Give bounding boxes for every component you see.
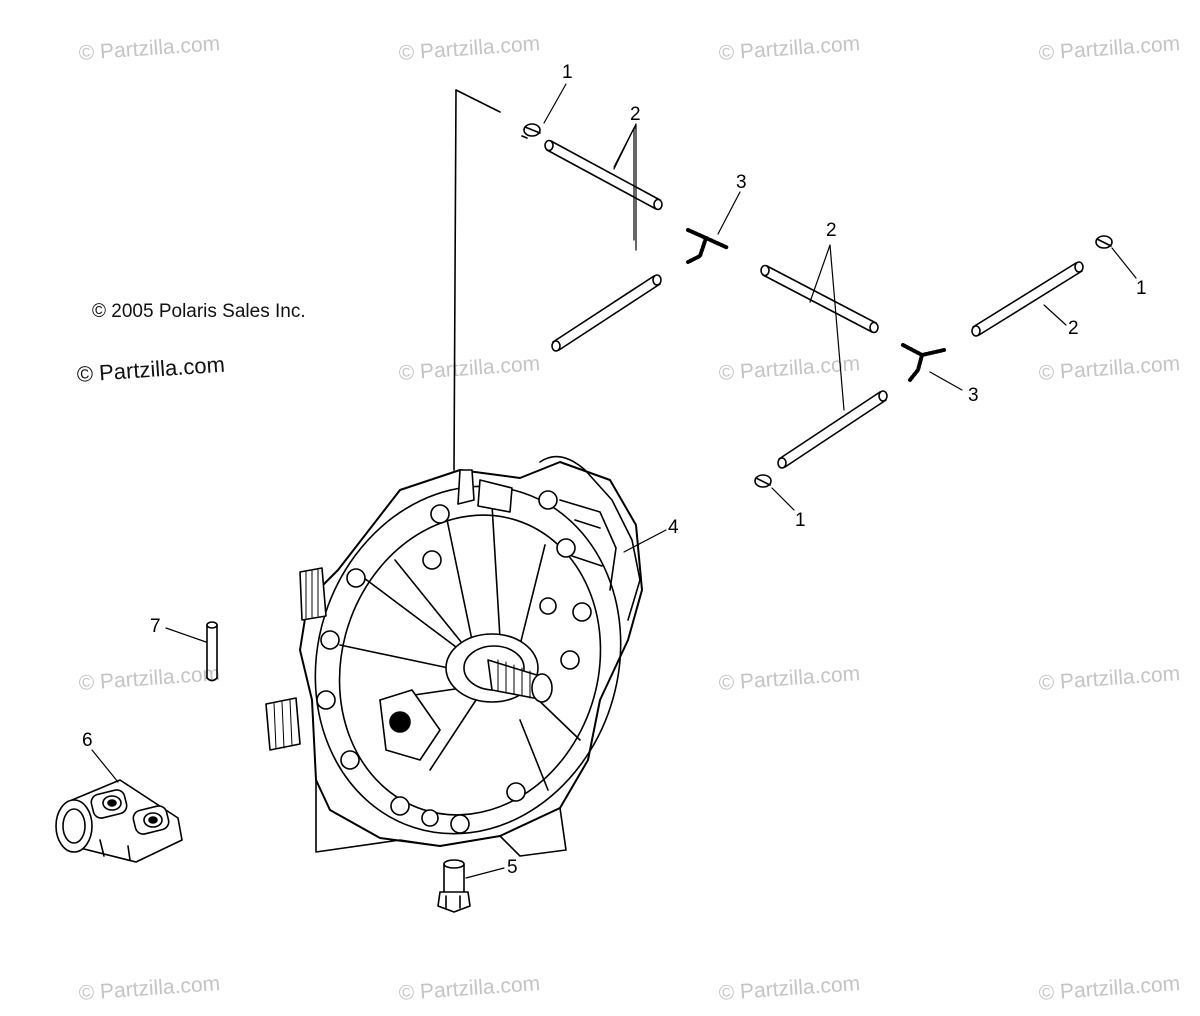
coupler-part	[55, 779, 183, 863]
vent-hose-part	[971, 261, 1084, 337]
gearcase-part	[265, 455, 643, 857]
callout-number: 1	[562, 62, 573, 83]
vent-hose-part	[544, 139, 663, 211]
vent-hose-part	[551, 274, 662, 352]
vent-hose-part	[760, 264, 879, 334]
callout-number: 1	[795, 510, 806, 531]
callout-number: 2	[826, 220, 837, 241]
callout-number: 7	[150, 616, 161, 637]
callout-number: 2	[630, 104, 641, 125]
callout-number: 5	[507, 857, 518, 878]
clamp-part	[521, 123, 541, 139]
clamp-part	[1095, 235, 1113, 249]
callout-number: 3	[968, 385, 979, 406]
copyright-notice: © 2005 Polaris Sales Inc.	[92, 301, 306, 322]
callout-number: 1	[1136, 278, 1147, 299]
callout-number: 6	[82, 730, 93, 751]
pin-part	[206, 621, 218, 682]
callout-number: 3	[736, 172, 747, 193]
clamp-part	[754, 474, 772, 488]
assembly-leader-line	[453, 89, 501, 471]
tee-fitting-part	[901, 343, 946, 382]
bolt-part	[437, 859, 471, 913]
callout-number: 2	[1068, 318, 1079, 339]
tee-fitting-part	[686, 228, 730, 264]
vent-hose-part	[777, 390, 888, 469]
callout-number: 4	[668, 517, 679, 538]
